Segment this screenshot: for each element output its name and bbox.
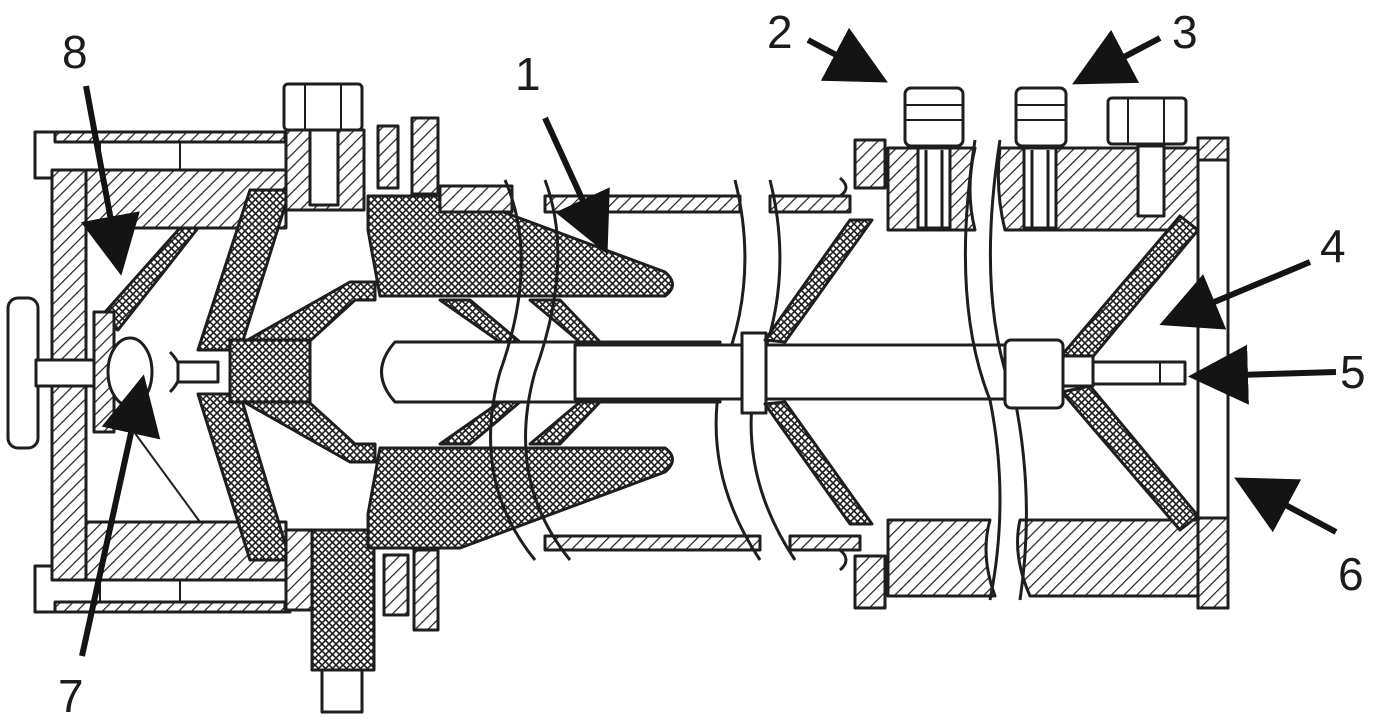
left-end-assembly [6, 130, 292, 614]
label-2: 2 [767, 6, 793, 58]
arrow-4 [1159, 259, 1312, 330]
label-7: 7 [58, 670, 84, 722]
arrow-7 [79, 374, 161, 657]
label-4: 4 [1320, 220, 1346, 272]
main-tube [438, 179, 1007, 561]
label-8: 8 [62, 26, 88, 78]
arrow-3 [1072, 29, 1162, 85]
arrow-8 [80, 85, 140, 276]
label-1: 1 [515, 48, 541, 100]
arrow-5 [1188, 344, 1337, 405]
callout-labels: 1 2 3 4 5 6 7 8 [58, 6, 1366, 722]
arrow-6 [1234, 477, 1338, 535]
arrow-2 [806, 27, 888, 83]
label-5: 5 [1340, 346, 1366, 398]
callout-arrows [79, 27, 1338, 657]
arrow-1 [542, 116, 610, 255]
conical-section [196, 82, 440, 714]
label-6: 6 [1338, 548, 1364, 600]
right-section [763, 86, 1230, 610]
label-3: 3 [1172, 6, 1198, 58]
